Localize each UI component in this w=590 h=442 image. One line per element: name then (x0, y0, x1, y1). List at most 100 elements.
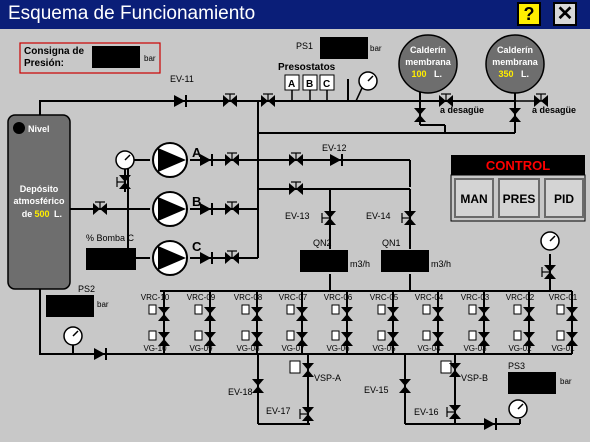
man-button-label: MAN (460, 192, 487, 206)
ev12-label: EV-12 (322, 143, 347, 153)
vsp-a-label: VSP-A (314, 373, 341, 383)
vsp-a-actuator (289, 360, 301, 374)
presostato-a-label: A (288, 79, 295, 90)
check-valve-icon (173, 94, 187, 108)
vg-label: VG-07 (281, 344, 305, 353)
vg-actuator (556, 330, 565, 341)
ev17-label: EV-17 (266, 406, 291, 416)
ps3-label: PS3 (508, 361, 525, 371)
qn2-display (300, 250, 348, 272)
vg-actuator (148, 330, 157, 341)
ps2-display (46, 295, 94, 317)
deposito-tank (7, 114, 71, 290)
vrc-actuator (468, 304, 477, 315)
calderin-2-volume: 350 (498, 69, 513, 79)
calderin-1-unit: L. (434, 69, 442, 79)
pres-button-label: PRES (503, 192, 536, 206)
vrc-valve-icon[interactable] (566, 307, 578, 321)
qn1-label: QN1 (382, 238, 401, 248)
vrc-actuator (422, 304, 431, 315)
consigna-label: Consigna de (24, 46, 84, 57)
qn2-label: QN2 (313, 238, 332, 248)
ev13-label: EV-13 (285, 211, 310, 221)
vrc-valve-icon[interactable] (296, 307, 308, 321)
ev11-label: EV-11 (170, 74, 194, 84)
vrc-valve-icon[interactable] (432, 307, 444, 321)
consigna-input[interactable] (92, 46, 140, 68)
vrc-actuator (377, 304, 386, 315)
vrc-label: VRC-05 (370, 293, 399, 302)
vg-label: VG-06 (326, 344, 350, 353)
vrc-row: VRC-10VG-10VRC-09VG-09VRC-08VG-08VRC-07V… (141, 291, 578, 354)
vrc-label: VRC-02 (506, 293, 535, 302)
ev12-check-icon (329, 153, 343, 167)
vrc-actuator (556, 304, 565, 315)
pump-b-label: B (192, 194, 201, 209)
vrc-label: VRC-06 (324, 293, 353, 302)
help-button[interactable]: ? (517, 2, 541, 26)
qn2-unit: m3/h (350, 259, 370, 269)
ps1-unit: bar (370, 44, 382, 53)
vg-actuator (286, 330, 295, 341)
vrc-actuator (148, 304, 157, 315)
vrc-valve-icon[interactable] (204, 307, 216, 321)
qn1-display (381, 250, 429, 272)
bomba-c-display (86, 248, 136, 270)
window-title: Esquema de Funcionamiento (8, 3, 256, 24)
vrc-valve-icon[interactable] (478, 307, 490, 321)
calderin-2-label-2: membrana (492, 57, 539, 67)
vrc-actuator (194, 304, 203, 315)
vg-actuator (422, 330, 431, 341)
deposito-prefix: de (22, 209, 33, 219)
presostato-c-label: C (323, 79, 330, 90)
desague-label-2: a desagüe (532, 105, 576, 115)
vrc-valve-icon[interactable] (523, 307, 535, 321)
vg-label: VG-09 (189, 344, 213, 353)
close-button[interactable]: ✕ (553, 2, 577, 26)
pid-button[interactable]: PID (544, 178, 584, 218)
pump-b-icon[interactable] (152, 191, 188, 227)
vrc-actuator (513, 304, 522, 315)
vsp-b-actuator (440, 360, 452, 374)
ev18-label: EV-18 (228, 387, 253, 397)
valve-icon (509, 108, 521, 122)
ps2-gauge-icon (63, 326, 83, 346)
schematic: Consigna de Presión: bar PS1 bar Presost… (7, 34, 586, 431)
deposito-label: Depósito (20, 184, 59, 194)
check-valve-icon (199, 202, 213, 216)
ev18-valve-icon (252, 379, 264, 393)
pressure-gauge-icon (358, 71, 378, 91)
control-title-bar (451, 155, 585, 175)
pres-button[interactable]: PRES (498, 178, 540, 218)
pump-c-label: C (192, 239, 202, 254)
vrc-label: VRC-04 (415, 293, 444, 302)
vrc-valve-icon[interactable] (387, 307, 399, 321)
ev15-valve-icon (399, 379, 411, 393)
pump-a-icon[interactable] (152, 142, 188, 178)
pid-button-label: PID (554, 192, 574, 206)
vg-label: VG-04 (417, 344, 441, 353)
vrc-valve-icon[interactable] (251, 307, 263, 321)
pump-c-icon[interactable] (152, 240, 188, 276)
man-button[interactable]: MAN (454, 178, 494, 218)
vrc-label: VRC-01 (549, 293, 578, 302)
calderin-2 (485, 34, 545, 94)
ps1-label: PS1 (296, 41, 313, 51)
presostato-a (284, 74, 300, 91)
deposito-volume: 500 (34, 209, 49, 219)
ps3-gauge-icon (508, 399, 528, 419)
vrc-valve-icon[interactable] (158, 307, 170, 321)
vg-actuator (331, 330, 340, 341)
vg-label: VG-03 (463, 344, 487, 353)
check-valve-icon (483, 417, 497, 431)
vrc-valve-icon[interactable] (341, 307, 353, 321)
ev16-label: EV-16 (414, 407, 439, 417)
presostato-b (302, 74, 318, 91)
pump-a-label: A (192, 145, 202, 160)
deposito-label-2: atmosférico (13, 196, 65, 206)
check-valve-icon (93, 347, 107, 361)
calderin-1-label: Calderín (410, 45, 446, 55)
presostato-b-label: B (306, 79, 313, 90)
vrc-actuator (286, 304, 295, 315)
vsp-b-label: VSP-B (461, 373, 488, 383)
